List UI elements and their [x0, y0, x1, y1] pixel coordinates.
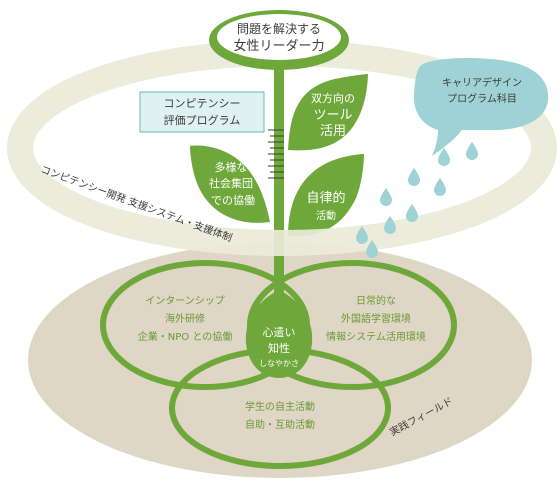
rain-drop: [438, 148, 450, 166]
center-line3: しなやかさ: [259, 359, 299, 368]
rain-cloud-line1: キャリアデザイン: [442, 76, 522, 89]
circle-left-line1: インターンシップ: [145, 295, 225, 307]
rain-drop: [434, 178, 446, 196]
leaf-lower-left-line1: 多様な: [215, 160, 248, 174]
rain-drop: [406, 204, 418, 222]
competency-box: [139, 91, 265, 133]
rain-drop: [356, 226, 368, 244]
flower-text-line1: 問題を解決する: [237, 22, 321, 36]
leaf-lower-left: [190, 145, 270, 223]
rain-cloud: [414, 58, 549, 156]
plant-root-core: [245, 290, 313, 378]
leaf-lower-left-line3: での協働: [211, 194, 255, 207]
leaf-upper-right-line3: 活用: [320, 124, 346, 139]
leaf-upper-right: [288, 74, 368, 151]
competency-box-line1: コンピテンシー: [164, 97, 241, 110]
circle-right-line1: 日常的な: [356, 294, 396, 307]
leaf-upper-right-line1: 双方向の: [311, 91, 355, 105]
rain-drop: [408, 168, 420, 186]
center-line1: 心遣い: [263, 325, 296, 339]
rain-drop: [366, 240, 378, 258]
leaf-lower-right-line1: 自律的: [306, 190, 345, 206]
rain-drop: [380, 188, 392, 206]
leaf-lower-right-line2: 活動: [316, 209, 336, 222]
stem-scale: [268, 129, 284, 179]
rain-drop: [384, 216, 396, 234]
rain-drop: [466, 142, 478, 160]
flower-inner: [217, 14, 341, 60]
leaf-lower-left-line2: 社会集団: [209, 176, 253, 190]
center-line2: 知性: [268, 341, 290, 355]
circle-right-line3: 情報システム活用環境: [326, 330, 426, 343]
flower-text-line2: 女性リーダー力: [233, 38, 324, 54]
leaf-lower-right: [288, 154, 364, 237]
support-ring-front: [7, 150, 557, 256]
circle-right-line2: 外国語学習環境: [341, 312, 411, 325]
rain-cloud-line2: プログラム科目: [447, 92, 517, 105]
circle-left-line2: 海外研修: [165, 312, 205, 325]
circle-bottom-line1: 学生の自主活動: [245, 400, 315, 413]
rain-drops: [356, 142, 478, 258]
leaf-upper-right-line2: ツール: [313, 108, 352, 123]
circle-left-line3: 企業・NPO との協働: [138, 330, 232, 343]
competency-box-line2: 評価プログラム: [164, 113, 241, 127]
circle-bottom-line2: 自助・互助活動: [245, 418, 315, 431]
